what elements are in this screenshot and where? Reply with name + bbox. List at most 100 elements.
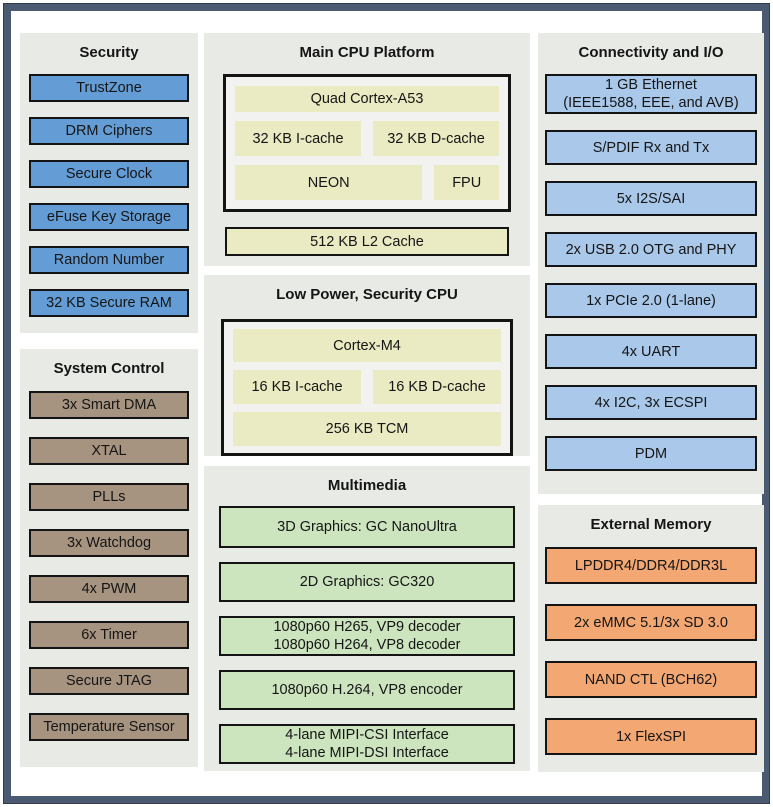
box-label: TrustZone [76,80,142,96]
security-title: Security [79,44,139,61]
box-label-line2: 1080p60 H264, VP8 decoder [273,637,461,653]
box-label: Secure JTAG [66,673,152,689]
box-flexspi: 1x FlexSPI [545,718,757,755]
strip-label: Cortex-M4 [333,337,401,354]
box-nand-ctl: NAND CTL (BCH62) [545,661,757,698]
box-label: 3D Graphics: GC NanoUltra [277,519,457,535]
box-timer: 6x Timer [29,621,189,649]
box-label-line1: 4-lane MIPI-CSI Interface [285,727,449,743]
box-xtal: XTAL [29,437,189,465]
box-label: 2x eMMC 5.1/3x SD 3.0 [574,614,728,631]
box-ethernet: 1 GB Ethernet (IEEE1588, EEE, and AVB) [545,74,757,114]
box-random-number: Random Number [29,246,189,274]
box-label-line1: 1 GB Ethernet [605,77,697,93]
box-mipi-interfaces: 4-lane MIPI-CSI Interface 4-lane MIPI-DS… [219,724,515,764]
box-pcie: 1x PCIe 2.0 (1-lane) [545,283,757,318]
box-secure-jtag: Secure JTAG [29,667,189,695]
multimedia-box-stack: 3D Graphics: GC NanoUltra 2D Graphics: G… [204,494,530,771]
box-label: eFuse Key Storage [46,209,172,225]
strip-label: 16 KB D-cache [388,379,486,395]
strip-label: 16 KB I-cache [251,379,343,395]
strip-label: 256 KB TCM [325,421,409,437]
main-cpu-cache-row: 32 KB I-cache 32 KB D-cache [235,121,499,156]
box-label: 3x Watchdog [66,535,152,551]
main-cpu-panel: Main CPU Platform Quad Cortex-A53 32 KB … [204,33,530,266]
box-label: 2D Graphics: GC320 [299,574,435,590]
box-i2s-sai: 5x I2S/SAI [545,181,757,216]
system-control-title: System Control [53,360,165,377]
box-pdm: PDM [545,436,757,471]
box-label: 512 KB L2 Cache [310,233,424,250]
box-label-line2: 4-lane MIPI-DSI Interface [285,745,449,761]
strip-tcm: 256 KB TCM [233,412,501,446]
box-label: 32 KB Secure RAM [46,295,172,311]
box-label: 2x USB 2.0 OTG and PHY [565,241,737,258]
strip-label: FPU [452,174,482,191]
box-label: 4x I2C, 3x ECSPI [594,394,708,411]
security-box-stack: TrustZone DRM Ciphers Secure Clock eFuse… [20,61,198,333]
diagram-frame [3,3,770,804]
box-temperature-sensor: Temperature Sensor [29,713,189,741]
box-watchdog: 3x Watchdog [29,529,189,557]
connectivity-box-stack: 1 GB Ethernet (IEEE1588, EEE, and AVB) S… [538,61,764,494]
box-drm-ciphers: DRM Ciphers [29,117,189,145]
box-video-decoder: 1080p60 H265, VP9 decoder 1080p60 H264, … [219,616,515,656]
main-cpu-cluster: Quad Cortex-A53 32 KB I-cache 32 KB D-ca… [223,74,511,212]
box-label: 3x Smart DMA [61,397,157,413]
box-label: 1080p60 H.264, VP8 encoder [271,682,463,698]
box-spdif: S/PDIF Rx and Tx [545,130,757,165]
system-control-panel: System Control 3x Smart DMA XTAL PLLs 3x… [20,349,198,767]
box-label: PDM [634,445,668,462]
strip-label: NEON [307,174,350,191]
box-3d-graphics: 3D Graphics: GC NanoUltra [219,506,515,548]
box-label: 5x I2S/SAI [616,190,686,207]
box-label: 1x FlexSPI [615,728,687,745]
box-lpddr4: LPDDR4/DDR4/DDR3L [545,547,757,584]
box-label: S/PDIF Rx and Tx [592,139,710,156]
strip-dcache: 32 KB D-cache [373,121,499,156]
box-label: LPDDR4/DDR4/DDR3L [574,557,728,574]
strip-icache: 16 KB I-cache [233,370,361,404]
connectivity-panel: Connectivity and I/O 1 GB Ethernet (IEEE… [538,33,764,494]
box-label: Random Number [53,252,165,268]
main-cpu-title: Main CPU Platform [299,44,435,61]
external-memory-box-stack: LPDDR4/DDR4/DDR3L 2x eMMC 5.1/3x SD 3.0 … [538,533,764,772]
security-panel: Security TrustZone DRM Ciphers Secure Cl… [20,33,198,333]
box-secure-clock: Secure Clock [29,160,189,188]
low-power-cache-row: 16 KB I-cache 16 KB D-cache [233,370,501,404]
box-trustzone: TrustZone [29,74,189,102]
box-label-line1: 1080p60 H265, VP9 decoder [273,619,461,635]
strip-label: Quad Cortex-A53 [310,91,424,107]
box-label: DRM Ciphers [65,123,153,139]
box-i2c-ecspi: 4x I2C, 3x ECSPI [545,385,757,420]
external-memory-title: External Memory [590,516,712,533]
box-label: NAND CTL (BCH62) [584,671,718,688]
box-label-line2: (IEEE1588, EEE, and AVB) [563,95,739,111]
strip-label: 32 KB I-cache [252,130,344,147]
strip-icache: 32 KB I-cache [235,121,361,156]
external-memory-panel: External Memory LPDDR4/DDR4/DDR3L 2x eMM… [538,505,764,772]
box-l2-cache: 512 KB L2 Cache [225,227,509,256]
main-cpu-simd-row: NEON FPU [235,165,499,200]
box-label: PLLs [92,489,126,505]
multimedia-panel: Multimedia 3D Graphics: GC NanoUltra 2D … [204,466,530,771]
strip-neon: NEON [235,165,423,200]
multimedia-title: Multimedia [327,477,407,494]
box-label: XTAL [91,443,127,459]
box-label: 6x Timer [81,627,137,643]
box-label: 4x UART [621,343,681,360]
strip-quad-cortex-a53: Quad Cortex-A53 [235,86,499,112]
box-label: Secure Clock [65,166,153,182]
box-label: 1x PCIe 2.0 (1-lane) [586,292,716,309]
box-label: Temperature Sensor [43,719,175,735]
box-uart: 4x UART [545,334,757,369]
box-2d-graphics: 2D Graphics: GC320 [219,562,515,602]
box-plls: PLLs [29,483,189,511]
box-usb-otg-phy: 2x USB 2.0 OTG and PHY [545,232,757,267]
low-power-cpu-cluster: Cortex-M4 16 KB I-cache 16 KB D-cache 25… [221,319,513,456]
box-smart-dma: 3x Smart DMA [29,391,189,419]
box-secure-ram: 32 KB Secure RAM [29,289,189,317]
strip-label: 32 KB D-cache [387,130,485,147]
connectivity-title: Connectivity and I/O [578,44,724,61]
